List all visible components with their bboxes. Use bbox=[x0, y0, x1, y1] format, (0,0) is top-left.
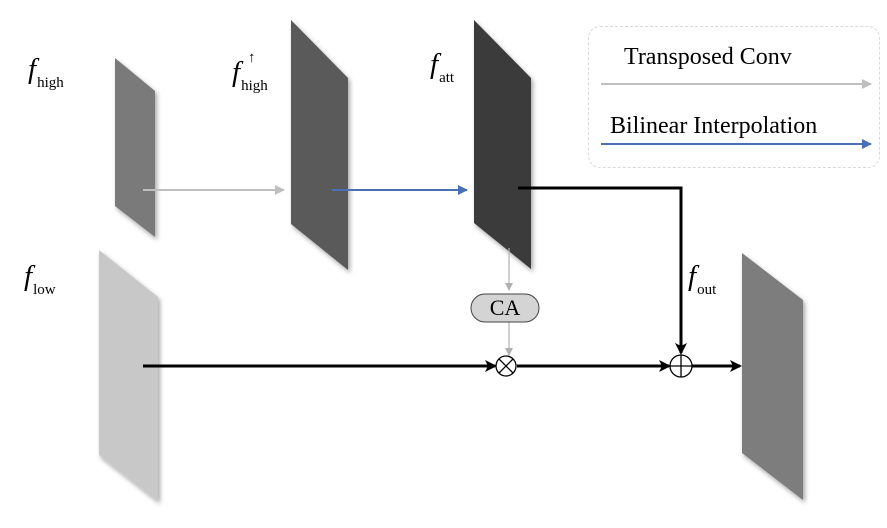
label-f-low: flow bbox=[24, 260, 56, 298]
feature-map-f-out bbox=[742, 253, 803, 500]
ca-label: CA bbox=[489, 295, 521, 320]
label-f-out: fout bbox=[688, 260, 717, 298]
att-to-add-path bbox=[518, 186, 687, 355]
legend-bilinear-label: Bilinear Interpolation bbox=[610, 113, 818, 139]
feature-map-f-high bbox=[115, 58, 155, 237]
label-f-high-upsampled: f↑high bbox=[232, 50, 268, 94]
feature-map-f-att bbox=[474, 20, 531, 269]
ca-block bbox=[470, 293, 540, 323]
label-f-att: fatt bbox=[430, 48, 455, 86]
legend-box bbox=[588, 26, 880, 168]
feature-map-f-low bbox=[99, 250, 158, 501]
label-f-high: fhigh bbox=[28, 53, 64, 91]
add-operator bbox=[669, 354, 693, 378]
multiply-operator bbox=[495, 355, 517, 377]
feature-map-f-high-up bbox=[291, 20, 348, 270]
legend-transposed-conv-label: Transposed Conv bbox=[624, 44, 792, 70]
